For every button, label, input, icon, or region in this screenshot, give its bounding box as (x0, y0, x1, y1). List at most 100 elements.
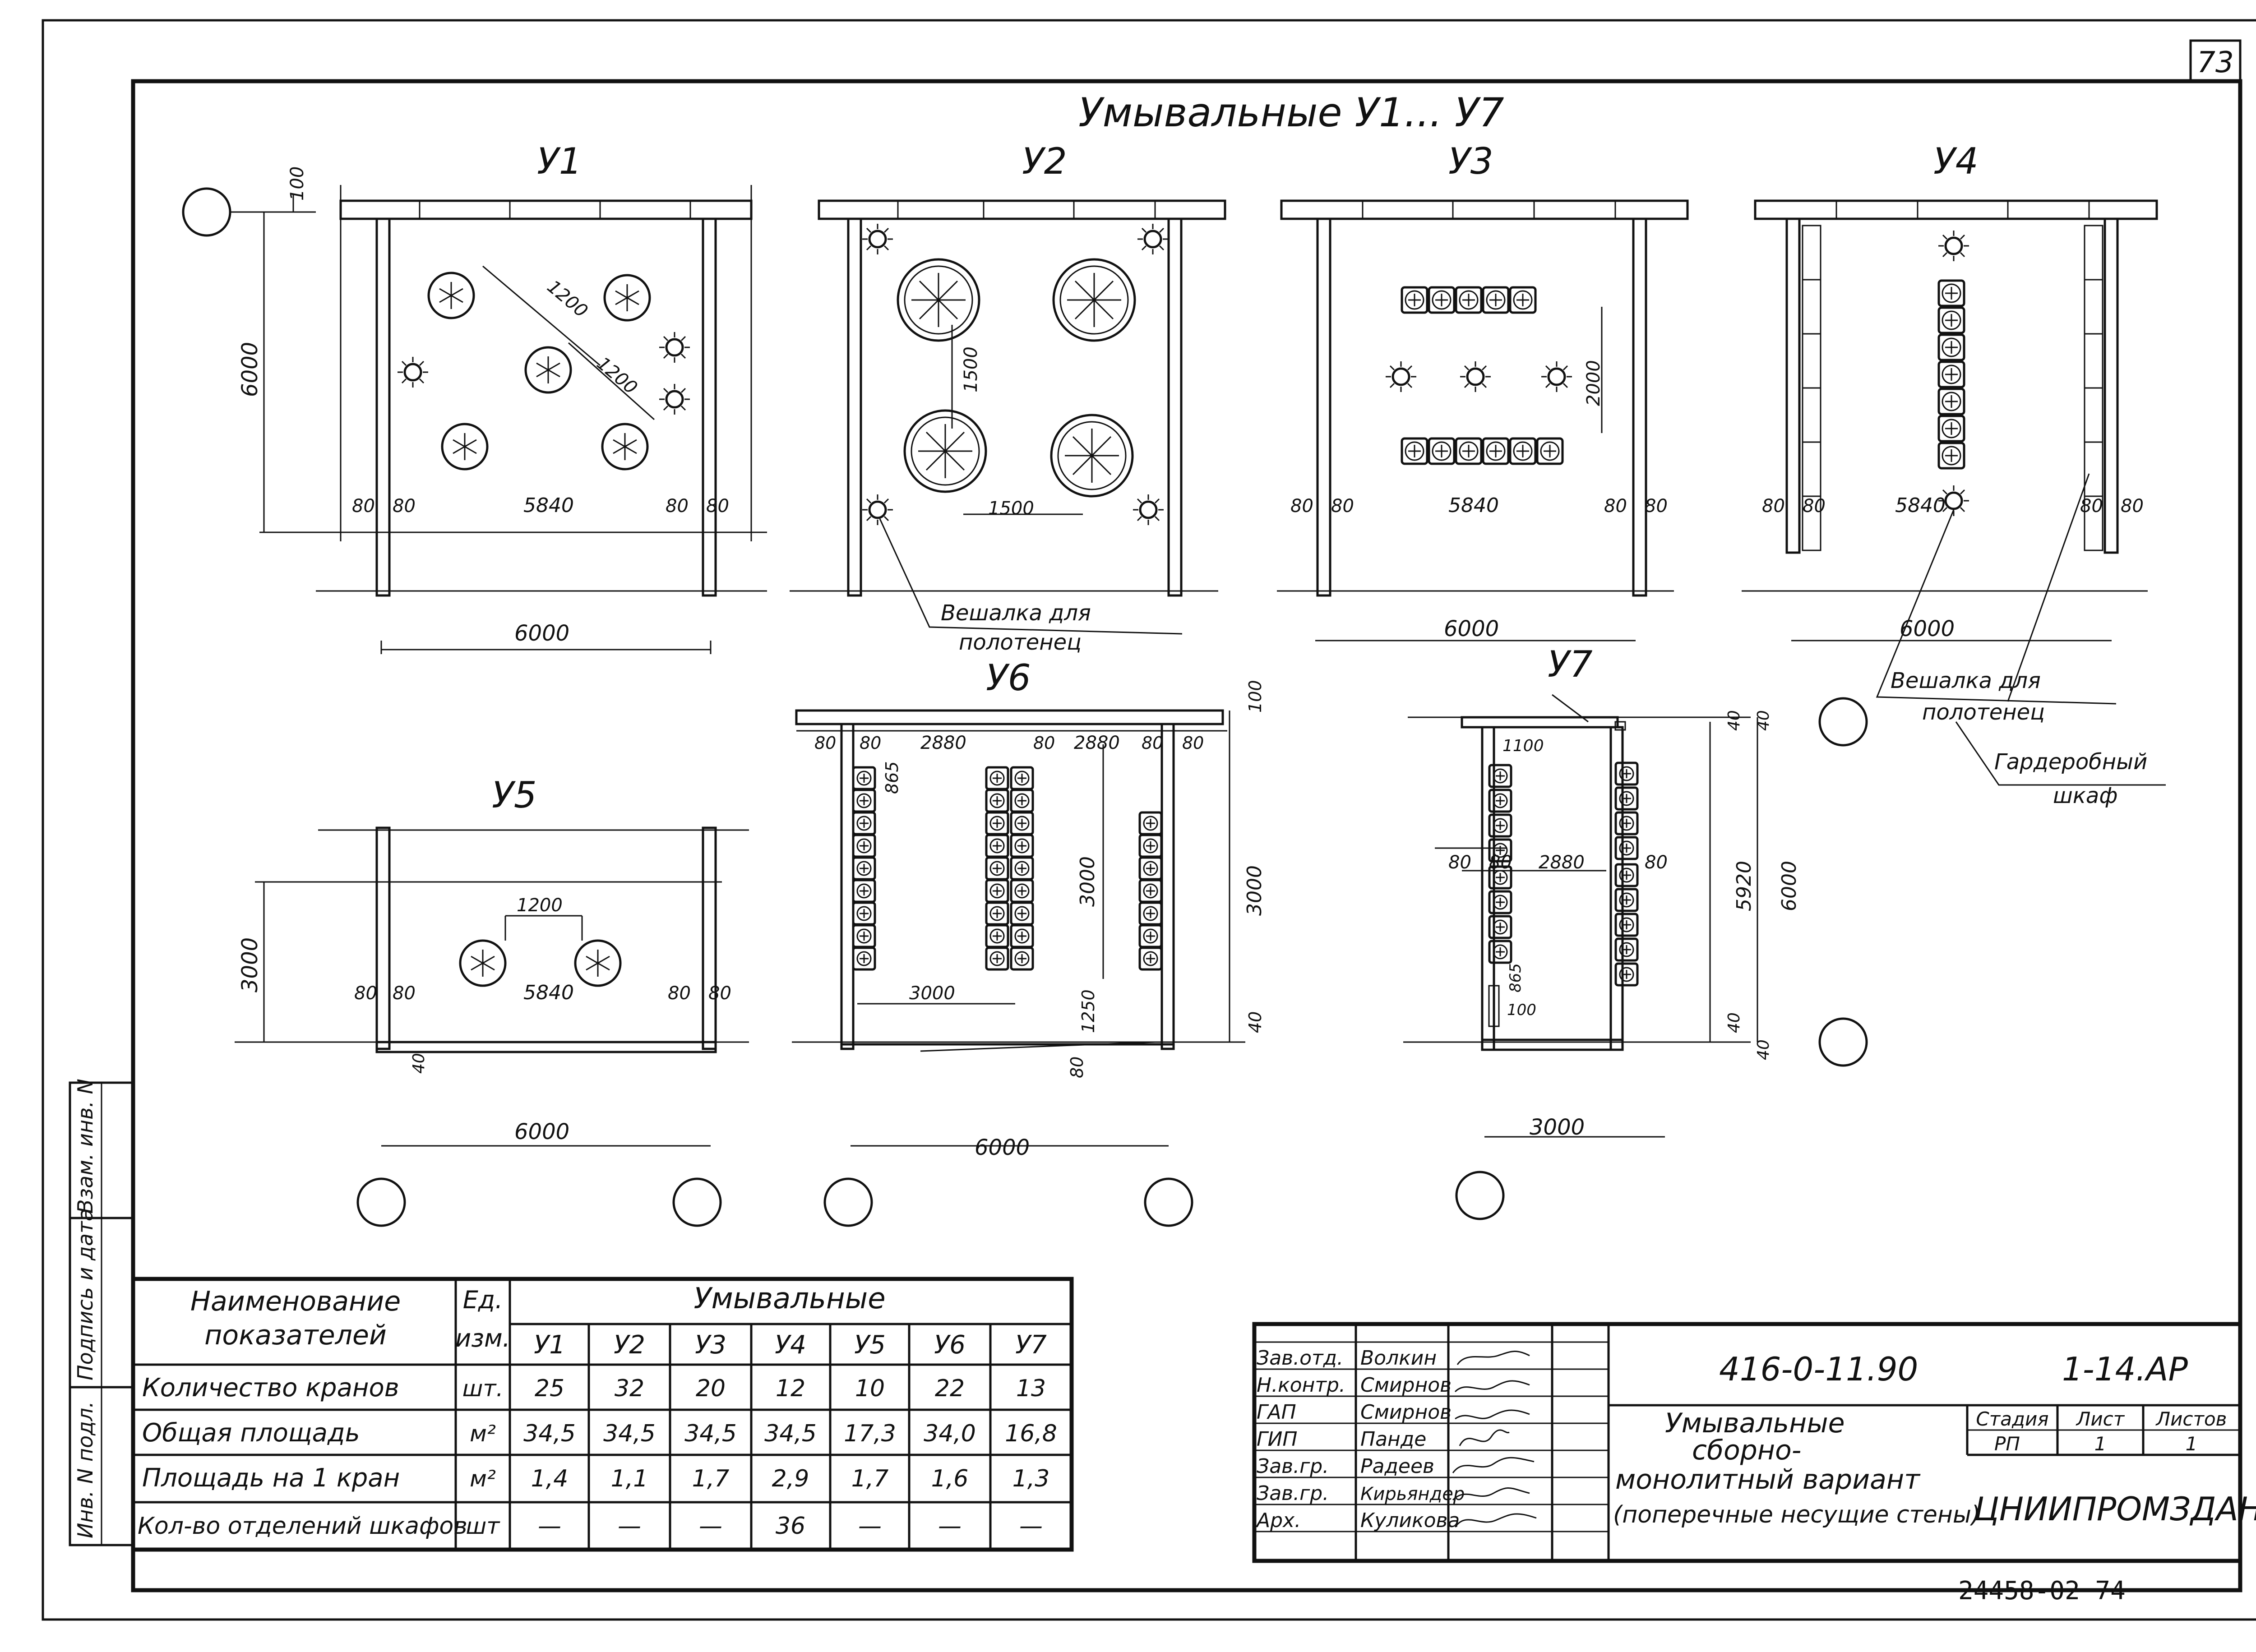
sig-name: Панде (1360, 1428, 1426, 1451)
side-stamp-inv: Инв. N подл. (73, 1401, 97, 1538)
table-header-name: показателей (204, 1320, 387, 1351)
dim-label: 80 (814, 733, 836, 753)
outer-border (42, 19, 2256, 1621)
table-col-header: У4 (775, 1330, 806, 1360)
sig-role: Арх. (1255, 1509, 1301, 1532)
sheet-number: 73 (2197, 46, 2233, 79)
dim-label: 6000 (514, 1119, 569, 1144)
table-cell: — (858, 1513, 882, 1540)
table-cell: 1,7 (851, 1465, 889, 1492)
table-row-name: Площадь на 1 кран (142, 1463, 400, 1493)
dim-label: 2000 (1583, 360, 1604, 406)
sig-name: Радеев (1360, 1455, 1434, 1478)
side-stamp-replace: Взам. инв. N (73, 1079, 97, 1214)
table-cell: 17,3 (844, 1420, 896, 1447)
dim-label: 80 (706, 496, 729, 517)
dim-label: 6000 (237, 342, 263, 397)
table-cell: — (1019, 1513, 1043, 1540)
plan-label-y6: У6 (986, 657, 1031, 699)
dim-label: 1200 (517, 895, 563, 916)
description-line: Умывальные (1665, 1407, 1845, 1439)
sheet-number-box (2189, 39, 2242, 83)
copy-number: 24458-02 74 (1958, 1576, 2126, 1606)
dim-label: 80 (860, 733, 881, 753)
callout-wardrobe: Гардеробный (1994, 749, 2147, 775)
dim-label: 80 (2121, 496, 2144, 517)
sig-name: Куликова (1360, 1509, 1460, 1532)
axis-circle (1455, 1171, 1505, 1220)
sig-name: Кирьяндер (1360, 1484, 1465, 1504)
dim-label: 3000 (1530, 1115, 1585, 1140)
table-cell: 1,7 (692, 1465, 730, 1492)
dim-label: 3000 (909, 983, 955, 1004)
sig-role: Зав.гр. (1257, 1455, 1329, 1478)
dim-label: 1200 (543, 276, 592, 322)
table-cell: 34,5 (684, 1420, 737, 1447)
plan-label-y5: У5 (492, 774, 537, 816)
sig-role: ГИП (1257, 1428, 1298, 1451)
dim-label: 6000 (514, 621, 569, 646)
callout-towel-hanger: полотенец (959, 630, 1082, 655)
dim-label: 6000 (1778, 861, 1801, 911)
dim-label: 80 (1182, 733, 1204, 753)
dim-label: 80 (393, 983, 416, 1004)
dim-label: 80 (1489, 852, 1512, 873)
dim-label: 5920 (1733, 861, 1756, 911)
plan-label-y1: У1 (537, 140, 582, 182)
axis-circle (1818, 1017, 1868, 1067)
sheets-header: Листов (2155, 1408, 2227, 1430)
table-cell: 34,0 (924, 1420, 976, 1447)
plan-label-y7: У7 (1548, 643, 1593, 685)
dim-label: 865 (1507, 963, 1525, 992)
dim-label: 80 (666, 496, 689, 517)
callout-wardrobe: шкаф (2053, 783, 2117, 808)
table-cell: — (938, 1513, 962, 1540)
plan-y6: У6 80 80 2880 80 2880 80 80 100 865 3000… (792, 657, 1266, 1160)
dim-label: 1500 (988, 498, 1034, 519)
dim-label: 3000 (1076, 856, 1099, 907)
sig-role: Зав.гр. (1257, 1482, 1329, 1505)
sig-name: Смирнов (1360, 1374, 1452, 1397)
dim-label: 80 (1645, 852, 1668, 873)
dim-label: 80 (352, 496, 375, 517)
table-col-header: У3 (695, 1330, 726, 1360)
dim-label: 1250 (1078, 989, 1098, 1033)
axis-circle (182, 187, 231, 237)
dim-label: 80 (668, 983, 691, 1004)
table-cell: 1,6 (931, 1465, 969, 1492)
dim-label: 80 (1033, 733, 1055, 753)
table-cell: — (699, 1513, 722, 1540)
sheet-title: Умывальные У1... У7 (1078, 89, 1504, 136)
table-cell: 20 (696, 1375, 726, 1402)
sig-role: Зав.отд. (1257, 1347, 1343, 1370)
axis-circle (1818, 697, 1868, 747)
table-cell: 32 (615, 1375, 644, 1402)
table-col-header: У2 (614, 1330, 645, 1360)
table-col-header: У7 (1015, 1330, 1047, 1360)
dim-label: 100 (1507, 1001, 1536, 1019)
side-stamp: Инв. N подл. Подпись и дата Взам. инв. N (69, 1079, 134, 1546)
table-header-name: Наименование (190, 1286, 401, 1317)
sheet-code: 1-14.АР (2062, 1350, 2188, 1388)
dim-label: 6000 (1900, 616, 1955, 641)
table-header-unit: изм. (455, 1324, 510, 1352)
callout-towel-hanger: Вешалка для (941, 600, 1091, 626)
dim-label: 3000 (1243, 865, 1266, 916)
dim-label: 2880 (920, 733, 966, 753)
plan-y5: У5 3000 1200 80 80 5840 80 80 40 6000 (235, 774, 749, 1147)
dim-label: 80 (708, 983, 731, 1004)
table-row-name: Количество кранов (142, 1373, 399, 1403)
dim-label: 40 (1754, 710, 1773, 731)
plan-y4: У4 80 80 5840 80 80 6000 Вешалка для пол… (1742, 140, 2166, 808)
dim-label: 2880 (1074, 733, 1120, 753)
indicators-table: Наименование показателей Ед. изм. Умывал… (131, 1277, 1074, 1552)
dim-label: 40 (1245, 1011, 1265, 1033)
dim-label: 1200 (593, 353, 642, 398)
sig-name: Смирнов (1360, 1401, 1452, 1424)
dim-label: 5840 (523, 981, 574, 1004)
table-cell: 34,5 (603, 1420, 656, 1447)
sheets-value: 1 (2186, 1433, 2198, 1455)
side-stamp-sign: Подпись и дата (73, 1209, 97, 1380)
sig-name: Волкин (1360, 1347, 1437, 1370)
dim-label: 80 (1290, 496, 1313, 517)
